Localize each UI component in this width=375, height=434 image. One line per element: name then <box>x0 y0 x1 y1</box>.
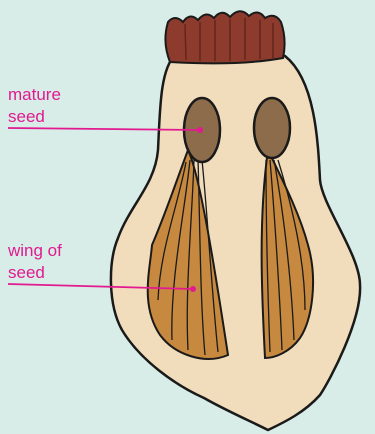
cone-cap <box>165 11 284 63</box>
label-mature-seed-line2: seed <box>8 107 45 126</box>
pointer-wing-of-seed-dot <box>190 286 196 292</box>
right-mature-seed <box>254 98 290 158</box>
label-wing-of-seed-line2: seed <box>8 263 45 282</box>
cone-scale-body <box>111 51 360 430</box>
pointer-mature-seed-dot <box>197 127 203 133</box>
label-wing-of-seed-line1: wing of <box>7 241 62 260</box>
label-mature-seed-line1: mature <box>8 85 61 104</box>
